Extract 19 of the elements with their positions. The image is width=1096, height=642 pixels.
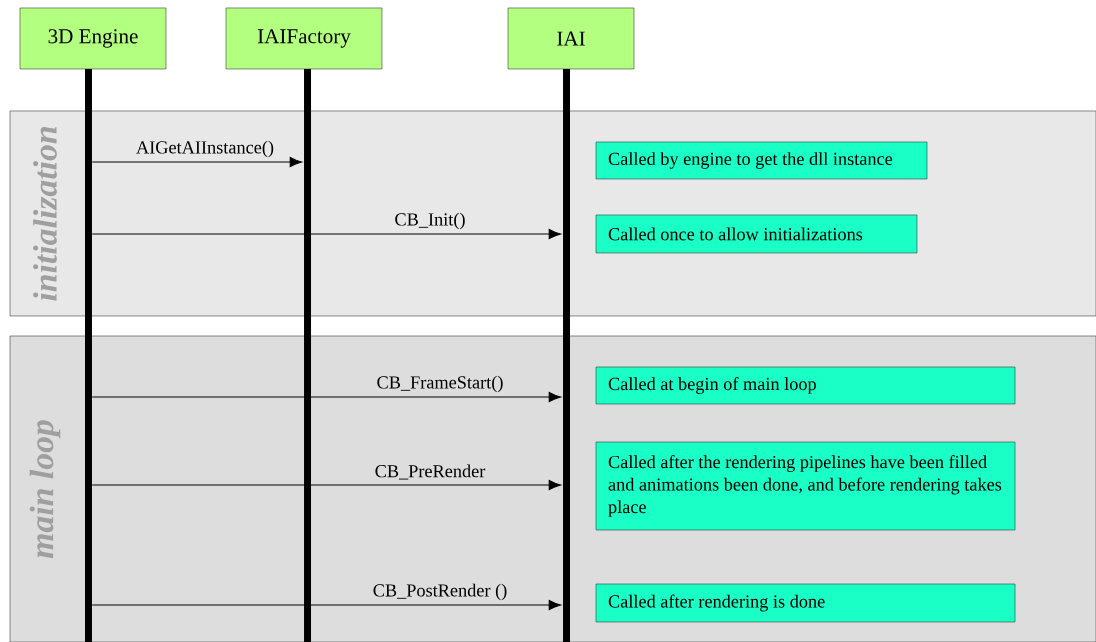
arrow [91,599,562,611]
edge-label: AIGetAIInstance() [136,140,274,158]
lifeline [85,68,92,642]
note-box: Called after rendering is done [595,583,1016,623]
edge-label: CB_FrameStart() [377,375,503,393]
note-box: Called after the rendering pipelines have been filled and animations been done, and before rendering takes place [595,441,1016,531]
note-box: Called at begin of main loop [595,366,1016,405]
arrow [91,479,562,491]
edge-label: CB_Init() [395,212,465,230]
arrow [91,228,562,240]
note-box: Called once to allow initializations [595,214,918,254]
participant-box: IAI [507,7,635,70]
arrow [91,156,303,168]
edge-label: CB_PreRender [375,464,486,480]
participant-box: 3D Engine [19,7,167,70]
note-box: Called by engine to get the dll instance [595,141,928,180]
participant-box: IAIFactory [225,7,383,70]
arrow [91,391,562,403]
edge-label: CB_PostRender () [373,583,507,601]
